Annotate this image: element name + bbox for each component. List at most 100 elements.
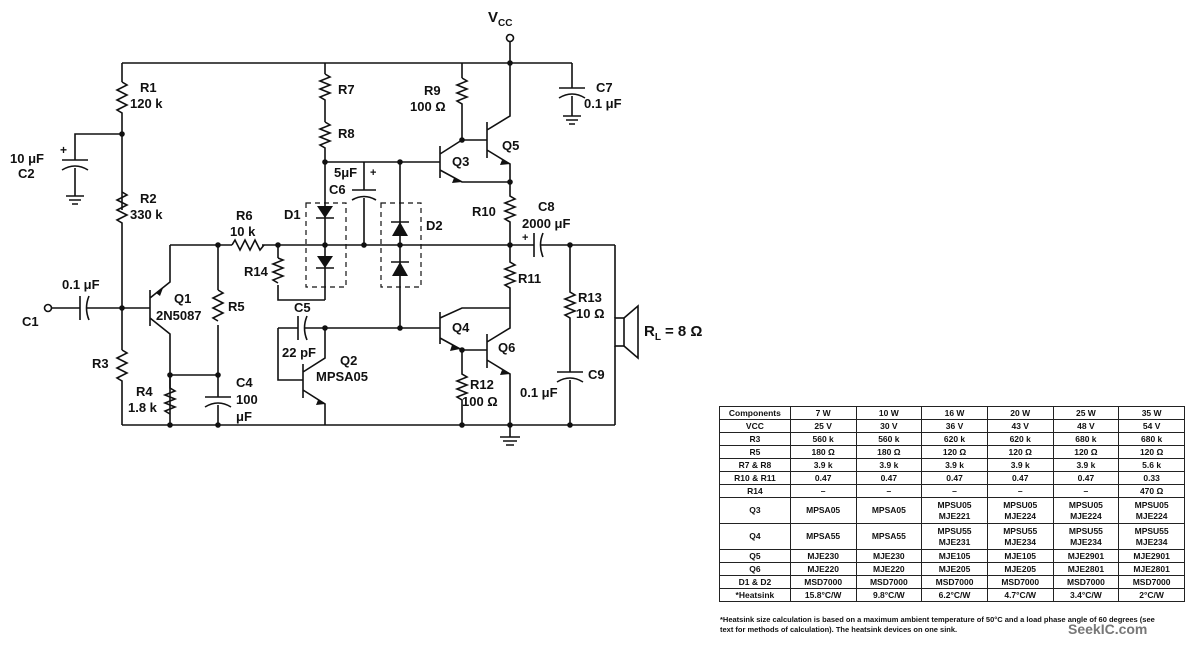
- c4-value-2: μF: [236, 409, 252, 424]
- table-cell: MJE230: [789, 549, 857, 563]
- table-cell: MPSU05 MJE224: [1052, 497, 1120, 524]
- resistor-r2: [115, 191, 129, 350]
- speaker-icon: [614, 245, 639, 425]
- table-cell: –: [1052, 484, 1120, 498]
- table-row: R14–––––470 Ω: [719, 484, 1185, 498]
- table-cell: 180 Ω: [789, 445, 857, 459]
- table-cell: 680 k: [1052, 432, 1120, 446]
- resistor-r10: [502, 182, 518, 245]
- table-cell: MJE220: [789, 562, 857, 576]
- table-component-cell: R5: [719, 445, 791, 459]
- table-cell: MJE205: [986, 562, 1054, 576]
- table-component-cell: Q4: [719, 523, 791, 550]
- table-cell: MJE230: [855, 549, 923, 563]
- table-cell: MSD7000: [1118, 575, 1185, 589]
- r3-label: R3: [92, 356, 109, 371]
- table-header-cell: 7 W: [789, 406, 857, 420]
- r7-label: R7: [338, 82, 355, 97]
- d1-outline: [305, 202, 347, 288]
- table-cell: 5.6 k: [1118, 458, 1185, 472]
- table-header-cell: 16 W: [921, 406, 988, 420]
- d2-label: D2: [426, 218, 443, 233]
- table-cell: –: [921, 484, 988, 498]
- d1-label: D1: [284, 207, 301, 222]
- table-cell: 0.47: [855, 471, 923, 485]
- table-cell: 3.4°C/W: [1052, 588, 1120, 602]
- q1-type: 2N5087: [156, 308, 202, 323]
- table-cell: 470 Ω: [1118, 484, 1185, 498]
- table-cell: MPSA05: [789, 497, 857, 524]
- table-cell: 120 Ω: [1052, 445, 1120, 459]
- table-cell: 4.7°C/W: [986, 588, 1054, 602]
- resistor-r11: [502, 245, 518, 308]
- c8-label: C8: [538, 199, 555, 214]
- table-cell: 680 k: [1118, 432, 1185, 446]
- capacitor-c6: [351, 162, 377, 245]
- capacitor-c5: [277, 315, 325, 381]
- q1-label: Q1: [174, 291, 191, 306]
- table-cell: MPSU05 MJE224: [986, 497, 1054, 524]
- diode-d1: [316, 196, 334, 300]
- table-cell: 0.47: [986, 471, 1054, 485]
- table-cell: MPSA55: [789, 523, 857, 550]
- table-component-cell: R3: [719, 432, 791, 446]
- transistor-q4: [432, 307, 510, 351]
- table-component-cell: D1 & D2: [719, 575, 791, 589]
- table-cell: 0.47: [921, 471, 988, 485]
- table-cell: MSD7000: [986, 575, 1054, 589]
- table-cell: MPSA05: [855, 497, 923, 524]
- capacitor-c8: [510, 232, 615, 258]
- r12-label: R12: [470, 377, 494, 392]
- top-rail-wires: [121, 42, 572, 82]
- table-cell: MPSU05 MJE224: [1118, 497, 1185, 524]
- resistor-r7: [317, 73, 333, 122]
- table-cell: 6.2°C/W: [921, 588, 988, 602]
- table-component-cell: Q6: [719, 562, 791, 576]
- table-cell: 620 k: [986, 432, 1054, 446]
- table-cell: –: [789, 484, 857, 498]
- resistor-r5: [211, 289, 225, 322]
- capacitor-c2: [61, 133, 122, 205]
- ground-symbol: [500, 425, 520, 446]
- table-cell: 0.47: [789, 471, 857, 485]
- table-cell: 0.47: [1052, 471, 1120, 485]
- r11-label: R11: [518, 271, 541, 286]
- c6-label: C6: [329, 182, 346, 197]
- resistor-r14: [270, 257, 286, 284]
- q3-label: Q3: [452, 154, 469, 169]
- capacitor-c7: [558, 63, 586, 125]
- table-cell: 620 k: [921, 432, 988, 446]
- c4-value-1: 100: [236, 392, 258, 407]
- table-cell: 120 Ω: [1118, 445, 1185, 459]
- table-cell: 30 V: [855, 419, 923, 433]
- r10-label: R10: [472, 204, 496, 219]
- table-cell: MJE2801: [1052, 562, 1120, 576]
- c2-plus: +: [60, 143, 67, 157]
- table-cell: MSD7000: [789, 575, 857, 589]
- table-cell: 54 V: [1118, 419, 1185, 433]
- table-header-cell: 25 W: [1052, 406, 1120, 420]
- table-cell: 15.8°C/W: [789, 588, 857, 602]
- table-component-cell: Q3: [719, 497, 791, 524]
- table-component-cell: VCC: [719, 419, 791, 433]
- table-cell: MSD7000: [1052, 575, 1120, 589]
- table-component-cell: Q5: [719, 549, 791, 563]
- c1-label: C1: [22, 314, 39, 329]
- table-cell: MPSU55 MJE231: [921, 523, 988, 550]
- table-cell: MJE205: [921, 562, 988, 576]
- resistor-r9: [454, 77, 470, 140]
- r14-label: R14: [244, 264, 269, 279]
- vcc-label: VCC: [488, 9, 512, 29]
- capacitor-c1: [52, 295, 122, 321]
- table-cell: 120 Ω: [986, 445, 1054, 459]
- r9-value: 100 Ω: [410, 99, 446, 114]
- r2-label: R2: [140, 191, 157, 206]
- resistor-r6: [231, 238, 265, 252]
- r12-value: 100 Ω: [462, 394, 498, 409]
- resistor-r3: [115, 349, 129, 425]
